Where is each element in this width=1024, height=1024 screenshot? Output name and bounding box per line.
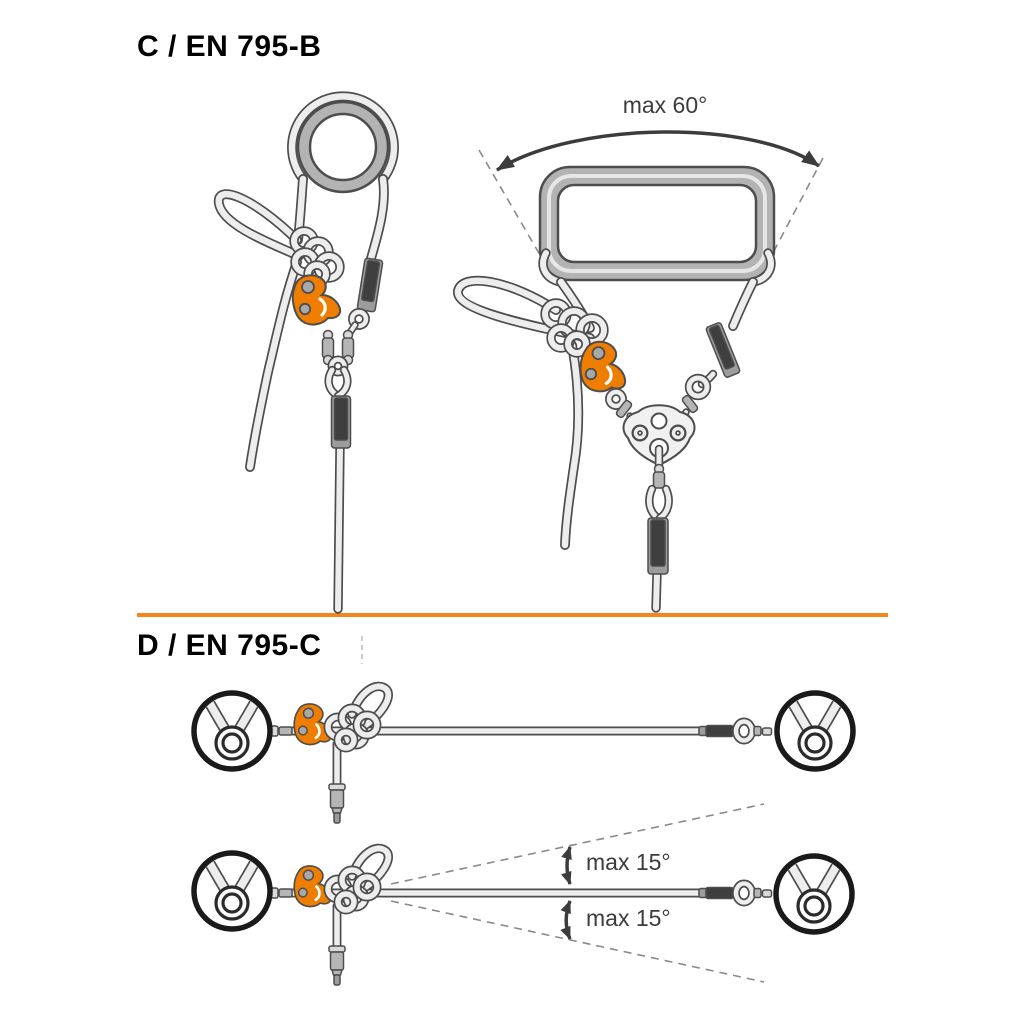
anchor-detail-left — [194, 693, 270, 769]
section-divider — [137, 613, 888, 617]
rope-wrap-around-ring — [288, 93, 398, 183]
figure-eight-knot — [289, 226, 345, 288]
end-connector — [328, 945, 346, 986]
rope-loop — [454, 277, 594, 342]
end-connector — [328, 783, 346, 824]
anchor-detail-left — [194, 853, 270, 929]
knot-with-loop — [328, 686, 388, 748]
sling-anchor — [538, 165, 776, 282]
rope-tail — [246, 258, 301, 471]
deviation-arrow-upper — [560, 846, 572, 885]
section-c-heading: C / EN 795-B — [137, 30, 322, 63]
deviation-dashed-line-upper — [390, 803, 765, 885]
rope-tail — [561, 341, 582, 549]
rope-leg-right — [729, 278, 757, 330]
rope-loop — [215, 190, 303, 260]
main-rope-down — [335, 444, 343, 612]
knot-with-loop — [328, 848, 388, 910]
deviation-dashed-line-lower — [390, 900, 765, 983]
angle-arc-arrow — [496, 130, 821, 172]
rope-thimble — [686, 375, 710, 399]
diagram-horizontal-lifeline-deviation: max 15° max 15° — [194, 803, 852, 986]
max-deviation-label-lower: max 15° — [586, 905, 671, 931]
anchor-detail-right — [776, 856, 852, 932]
sewn-termination — [705, 322, 741, 378]
deviation-arrow-lower — [560, 900, 572, 940]
section-d-heading: D / EN 795-C — [137, 629, 322, 662]
diagram-rope-around-sling-anchor: max 60° — [453, 92, 824, 613]
sewn-termination — [356, 257, 384, 313]
max-angle-label: max 60° — [623, 92, 708, 118]
diagram-horizontal-lifeline-level — [194, 636, 853, 824]
rope-adjuster-device — [291, 273, 342, 327]
sewn-termination — [330, 395, 352, 449]
sewn-termination — [647, 517, 669, 575]
diagram-rope-around-ring-anchor — [213, 91, 399, 614]
rigging-plate — [622, 404, 696, 467]
ring-anchor — [296, 100, 390, 194]
max-deviation-label-upper: max 15° — [586, 849, 671, 875]
swivel — [652, 463, 666, 489]
angle-dashed-line-left — [478, 149, 548, 268]
figure-eight-knot — [540, 298, 609, 358]
main-rope-down — [653, 571, 660, 611]
anchor-detail-right — [777, 693, 853, 769]
